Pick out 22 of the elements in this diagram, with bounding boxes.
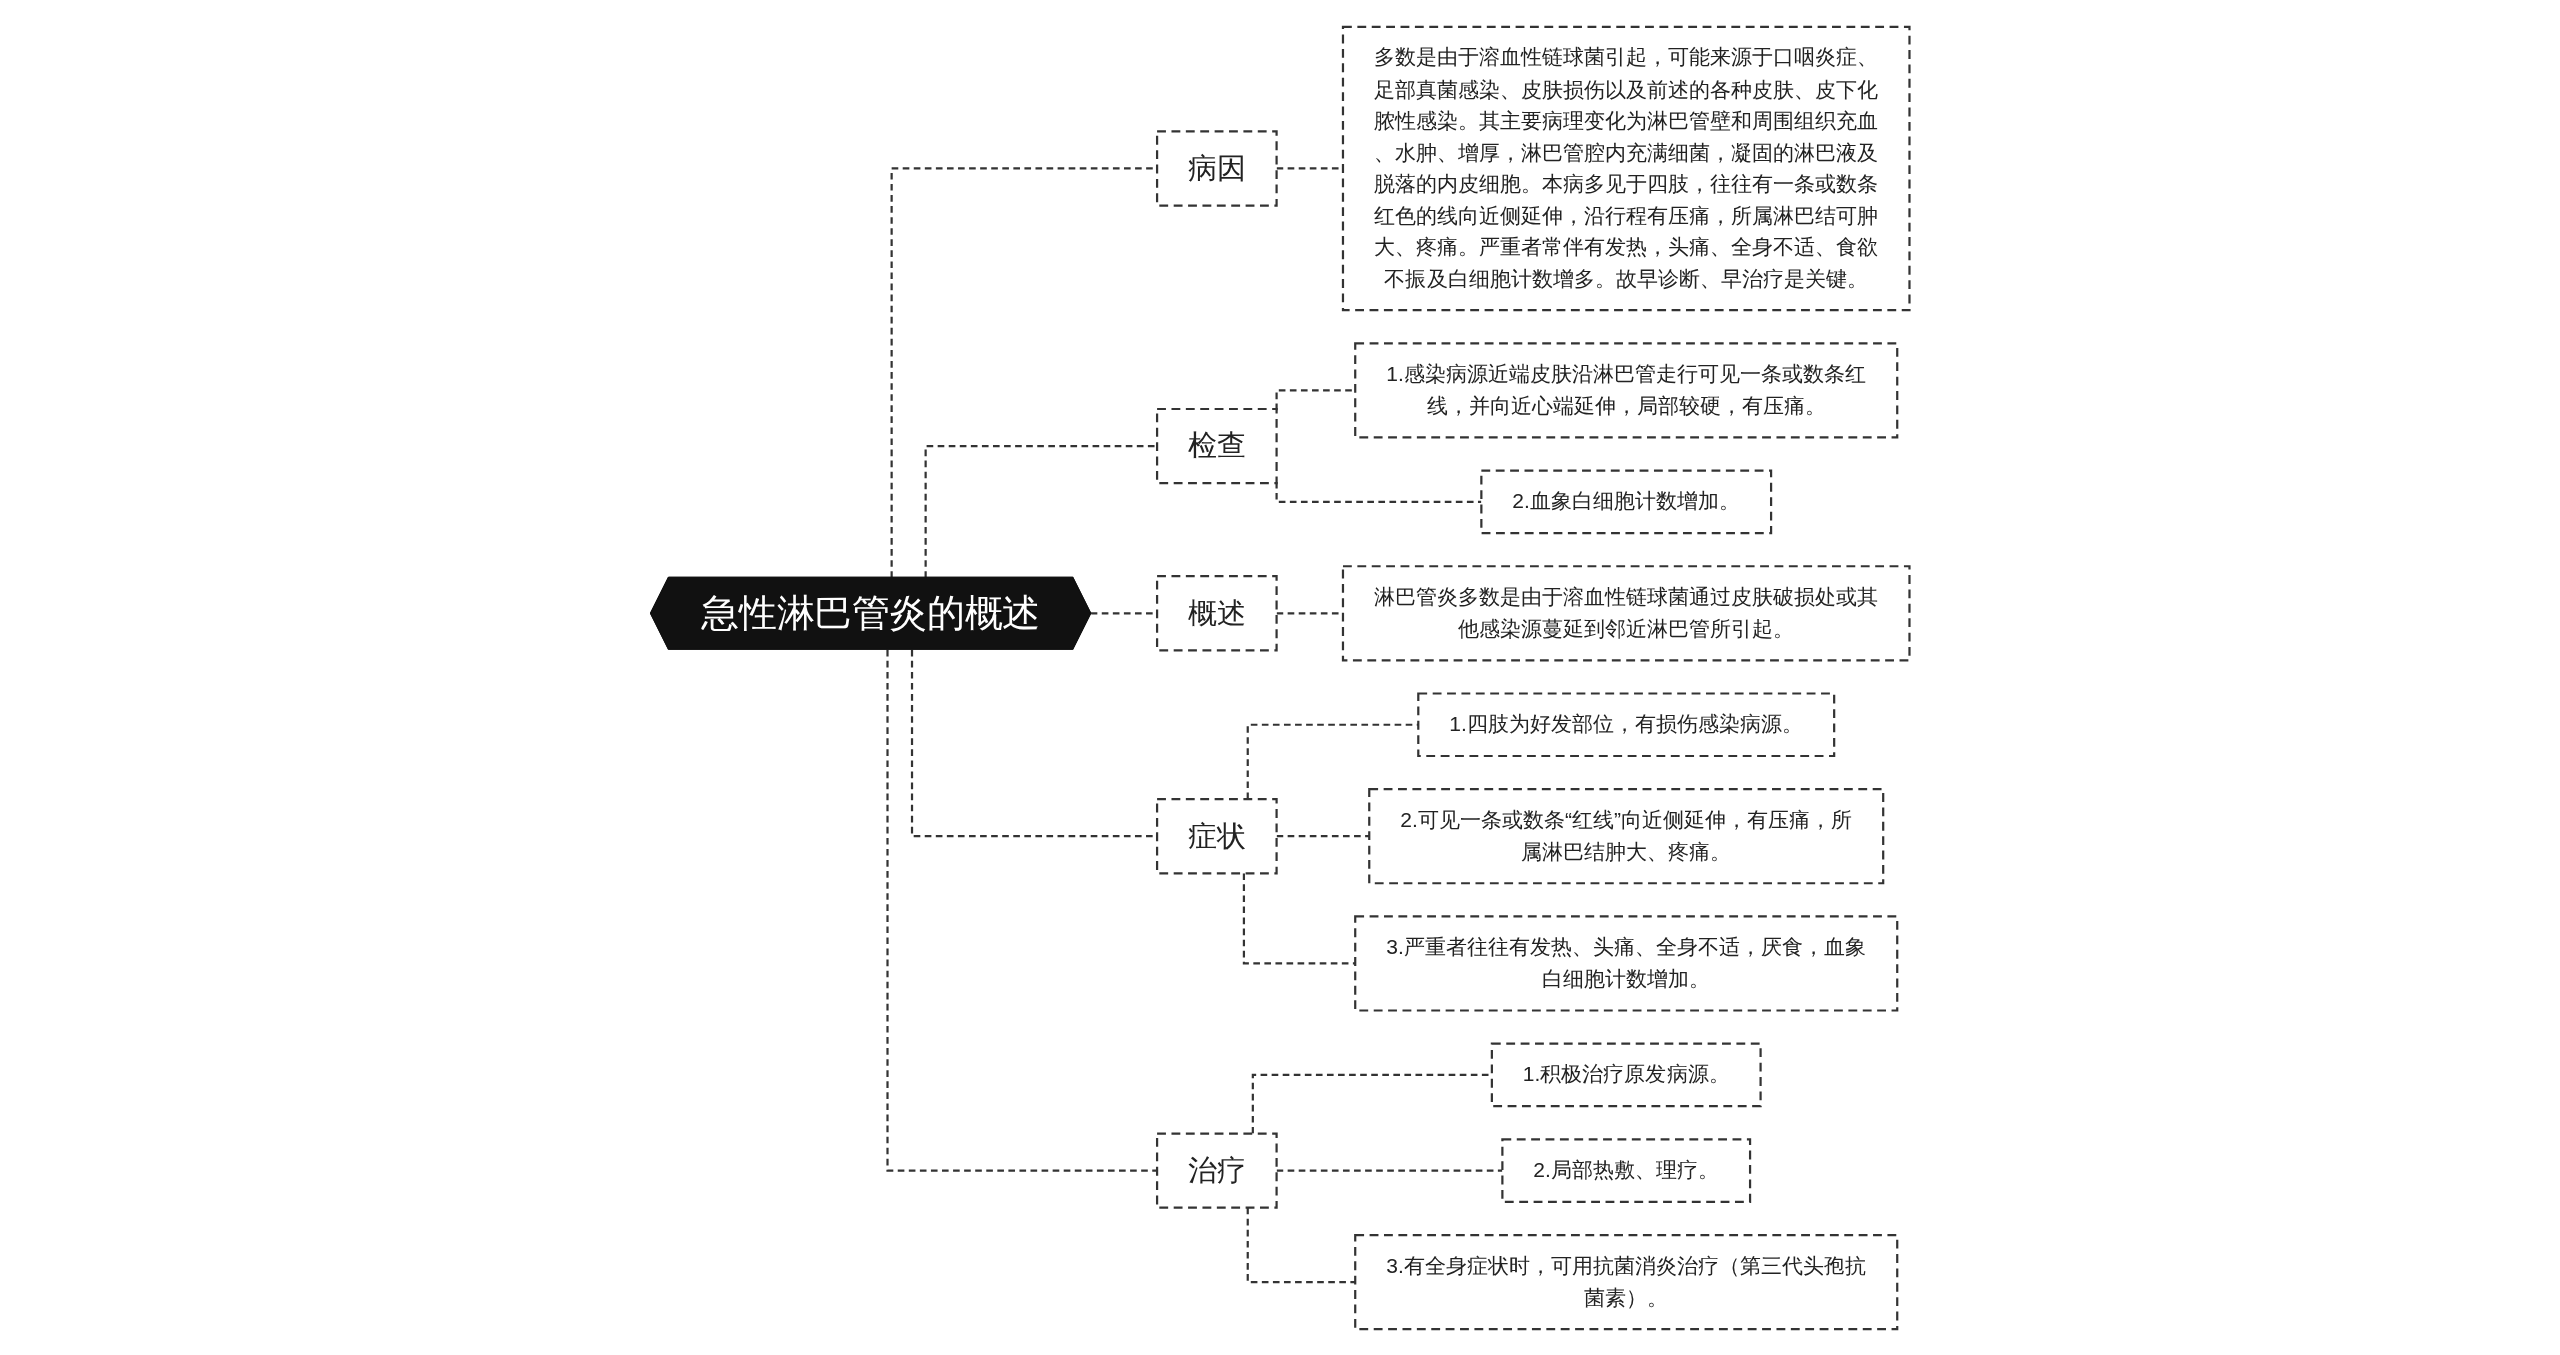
connector bbox=[1246, 1207, 1356, 1283]
node-box: 概述 bbox=[1156, 574, 1278, 651]
node-box: 3.严重者往往有发热、头痛、全身不适，厌食，血象白细胞计数增加。 bbox=[1354, 914, 1899, 1012]
connector bbox=[1242, 872, 1356, 965]
node-box: 3.有全身症状时，可用抗菌消炎治疗（第三代头孢抗菌素）。 bbox=[1354, 1233, 1899, 1330]
connector bbox=[1275, 481, 1482, 503]
connector bbox=[924, 444, 1158, 578]
node-box: 2.可见一条或数条“红线”向近侧延伸，有压痛，所属淋巴结肿大、疼痛。 bbox=[1368, 787, 1885, 884]
node-box: 2.血象白细胞计数增加。 bbox=[1480, 468, 1773, 534]
connector bbox=[890, 166, 1158, 578]
connector bbox=[886, 649, 1158, 1172]
node-box: 检查 bbox=[1156, 407, 1278, 484]
node-box: 病因 bbox=[1156, 129, 1278, 207]
node-box: 1.感染病源近端皮肤沿淋巴管走行可见一条或数条红线，并向近心端延伸，局部较硬，有压痛。 bbox=[1354, 341, 1899, 438]
node-box: 症状 bbox=[1156, 797, 1278, 874]
node-box: 治疗 bbox=[1156, 1131, 1278, 1209]
node-box: 1.四肢为好发部位，有损伤感染病源。 bbox=[1417, 691, 1836, 757]
node-box: 2.局部热敷、理疗。 bbox=[1501, 1137, 1752, 1203]
connector bbox=[1251, 1073, 1492, 1134]
node-box: 1.积极治疗原发病源。 bbox=[1490, 1042, 1762, 1107]
node-box: 多数是由于溶血性链球菌引起，可能来源于口咽炎症、足部真菌感染、皮肤损伤以及前述的各种皮肤、皮下化脓性感染。其主要病理变化为淋巴管壁和周围组织充血、水肿、增厚，淋巴管腔内充满细菌，凝固的淋巴液及脱落的内皮细胞。本病多见于四肢，往往有一条或数条红色的线向近侧延伸，沿行程有压痛，所属淋巴结可肿大、疼痛。严重者常伴有发热，头痛、全身不适、食欲不振及白细胞计数增多。故早诊断、早治疗是关键。 bbox=[1341, 25, 1911, 311]
node-box: 淋巴管炎多数是由于溶血性链球菌通过皮肤破损处或其他感染源蔓延到邻近淋巴管所引起。 bbox=[1341, 564, 1911, 661]
